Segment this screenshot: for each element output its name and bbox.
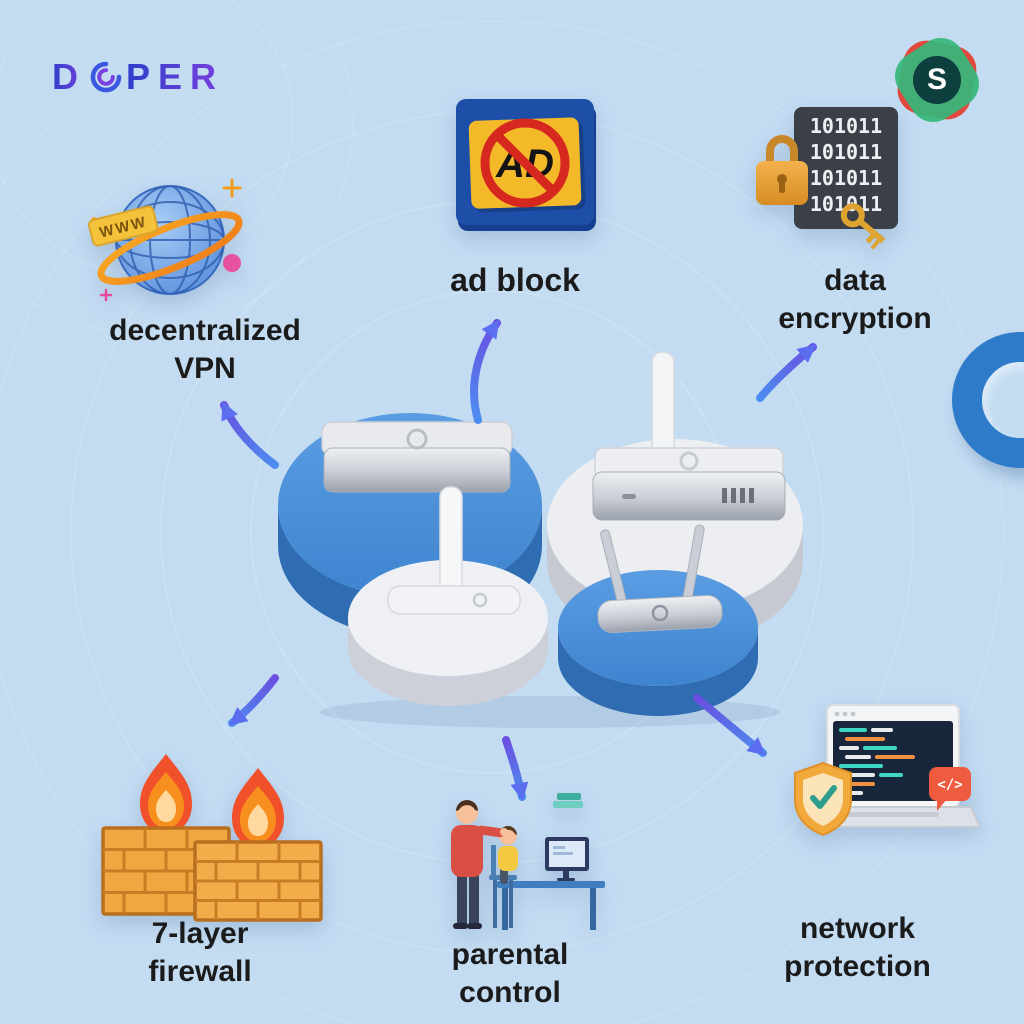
label-line: data	[824, 264, 886, 297]
label-line: 7-layer	[151, 917, 249, 950]
label-line: ad block	[450, 262, 580, 298]
label-line: network	[799, 912, 916, 945]
arrow-to-parental	[502, 736, 529, 801]
child-figure	[498, 826, 518, 884]
code-badge-icon: </>	[929, 767, 971, 811]
parental-control-icon	[451, 793, 605, 930]
key-icon	[840, 203, 886, 250]
label-line: encryption	[778, 302, 932, 336]
code-badge-text: </>	[937, 777, 962, 793]
stick-device-dual-antenna	[597, 524, 723, 634]
label-line: VPN	[174, 352, 236, 386]
feature-label-adblock: ad block	[405, 260, 625, 301]
usb-port	[622, 494, 636, 499]
label-line: parental	[451, 938, 569, 971]
books	[553, 793, 583, 808]
sparkle-icon	[99, 288, 113, 302]
prohibition-circle	[480, 118, 570, 208]
brand-logo-text-right: PER	[126, 56, 225, 97]
globe-www-icon: WWW	[88, 178, 243, 302]
orbit-ball	[223, 254, 241, 272]
desk	[497, 881, 605, 930]
binary-row: 101011	[810, 140, 882, 164]
arrow-to-network	[693, 694, 767, 757]
padlock-binary-icon: 101011 101011 101011 101011	[756, 107, 898, 250]
stick-device-white	[387, 486, 521, 615]
device-logo	[406, 428, 428, 450]
badge-letter: S	[913, 56, 961, 104]
store-badge: S	[885, 28, 989, 132]
arrow-to-vpn	[220, 401, 279, 469]
label-line: firewall	[148, 955, 252, 989]
shield-check-icon	[794, 761, 852, 837]
router-device-antenna	[592, 351, 786, 521]
binary-row: 101011	[810, 166, 882, 190]
sparkle-icon	[222, 178, 242, 198]
feature-label-network: network protection	[705, 910, 1010, 986]
label-line: control	[459, 976, 561, 1010]
arrow-to-adblock	[470, 319, 501, 424]
device-logo	[651, 604, 669, 622]
firewall-icon	[101, 754, 323, 922]
parent-figure	[451, 800, 508, 929]
binary-row: 101011	[810, 114, 882, 138]
arrow-to-encryption	[756, 343, 817, 402]
feature-label-parental: parental control	[395, 936, 625, 1012]
monitor	[545, 837, 589, 881]
flame-icon	[232, 768, 284, 848]
feature-label-vpn: decentralized VPN	[55, 312, 355, 388]
vent-slots	[722, 488, 754, 503]
feature-label-firewall: 7-layer firewall	[80, 915, 320, 991]
prohibition-slash	[492, 130, 558, 196]
feature-label-encryption: data encryption	[730, 262, 980, 338]
router-device-flat	[321, 421, 513, 493]
label-line: decentralized	[109, 314, 301, 347]
brand-logo-text-left: D	[52, 56, 86, 97]
device-logo	[472, 592, 488, 608]
product-devices	[278, 351, 803, 728]
logo-swirl-icon	[90, 61, 122, 93]
padlock-icon	[756, 135, 808, 205]
label-line: protection	[784, 950, 931, 984]
laptop	[802, 704, 980, 828]
orbit-ring	[97, 211, 243, 285]
device-logo	[679, 451, 699, 471]
arrow-to-firewall	[228, 674, 279, 727]
brick-wall	[193, 840, 323, 922]
binary-chip	[794, 107, 898, 229]
brand-logo: D PER	[52, 56, 224, 98]
laptop-shield-icon: </>	[794, 704, 980, 837]
www-banner: WWW	[88, 205, 159, 247]
flame-icon	[140, 754, 192, 834]
ad-block-icon: AD	[456, 99, 596, 231]
